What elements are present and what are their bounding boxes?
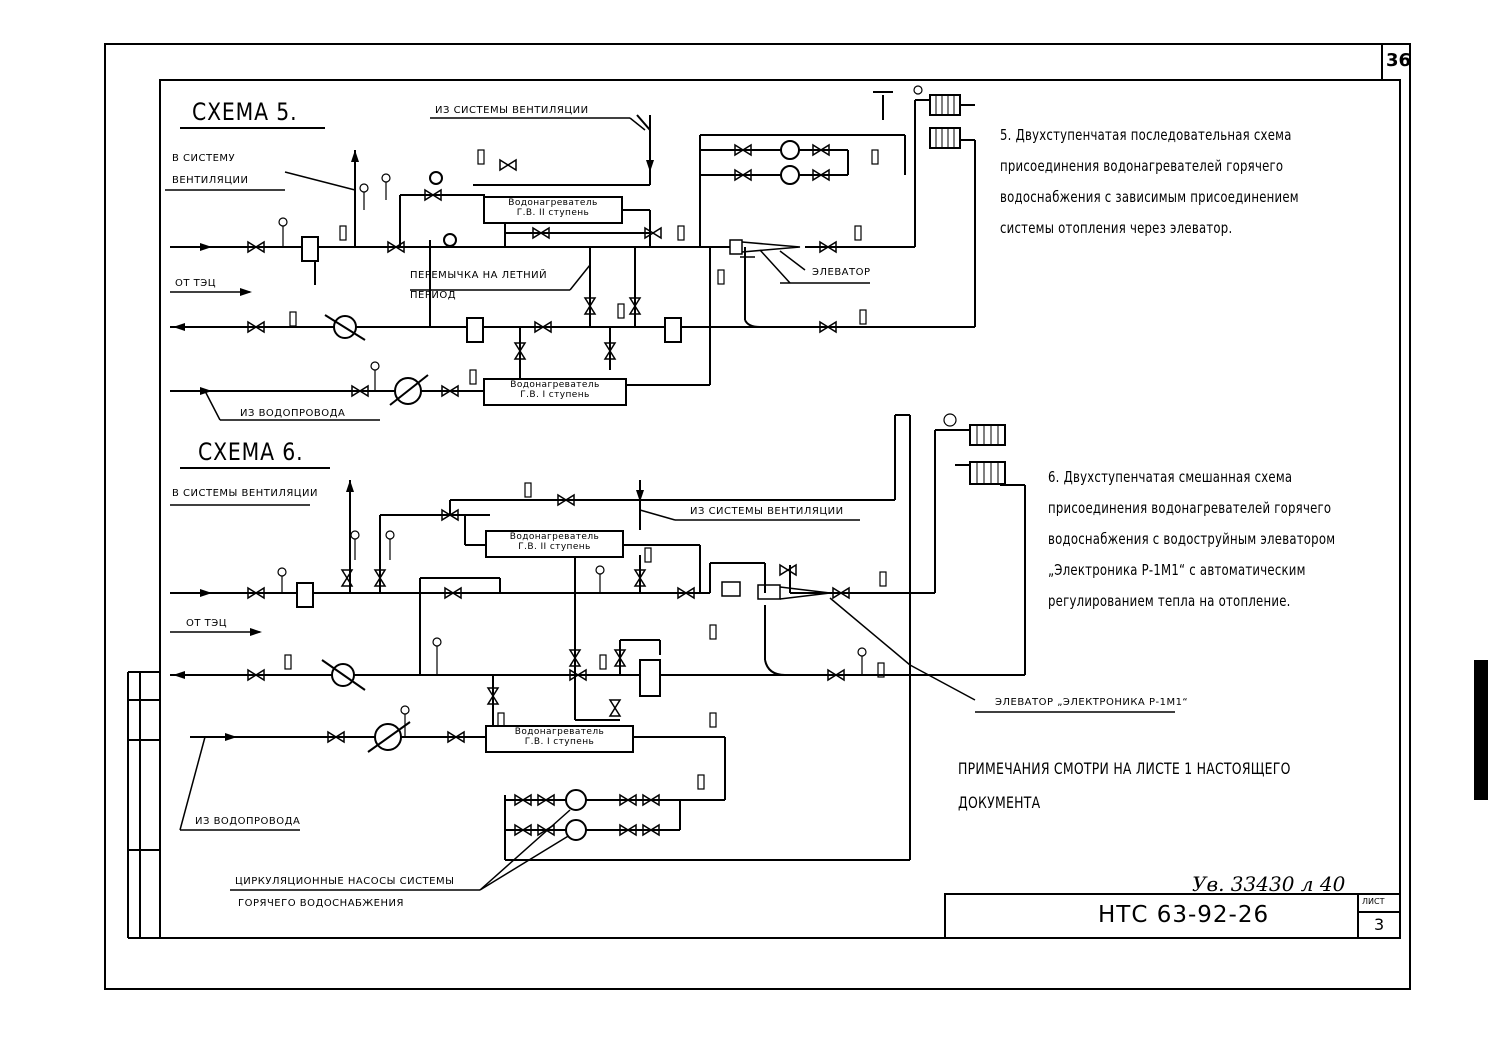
equipment-symbols: [296, 94, 1006, 841]
label-elevator: ЭЛЕВАТОР „ЭЛЕКТРОНИКА Р-1М1“: [995, 697, 1189, 708]
radiator-fins: [935, 95, 999, 484]
title-block: [944, 893, 1401, 939]
page-number: 36: [1386, 50, 1412, 71]
scheme5-heater-stage2: Водонагреватель Г.В. II ступень: [483, 196, 623, 224]
valve-symbols: [247, 143, 850, 837]
label-to-ventilation: В СИСТЕМУ: [172, 153, 236, 164]
heater-title: Водонагреватель: [510, 380, 600, 390]
scheme6-description-line: „Электроника Р-1М1“ с автоматическим: [1048, 561, 1306, 579]
list-number: 3: [1374, 915, 1385, 934]
heater-stage: Г.В. II ступень: [518, 542, 591, 552]
inventory-number: Ув. 33430 л 40: [1192, 872, 1346, 896]
scheme5-description-line: 5. Двухступенчатая последовательная схем…: [1000, 126, 1292, 144]
heater-stage: Г.В. I ступень: [520, 390, 590, 400]
label-from-water-supply: ИЗ ВОДОПРОВОДА: [195, 816, 301, 827]
heater-title: Водонагреватель: [508, 198, 598, 208]
label-from-tec: ОТ ТЭЦ: [175, 278, 217, 289]
heater-stage: Г.В. II ступень: [516, 208, 590, 218]
scheme6-description-line: 6. Двухступенчатая смешанная схема: [1048, 468, 1293, 486]
label-from-water-supply: ИЗ ВОДОПРОВОДА: [240, 408, 346, 419]
scheme6-description-line: водоснабжения с водоструйным элеватором: [1048, 530, 1336, 548]
label-summer-bypass: ПЕРЕМЫЧКА НА ЛЕТНИЙ: [410, 270, 548, 281]
scheme6-description: 6. Двухступенчатая смешанная схема присо…: [1048, 462, 1335, 617]
document-code: НТС 63-92-26: [1098, 902, 1270, 928]
label-from-ventilation: ИЗ СИСТЕМЫ ВЕНТИЛЯЦИИ: [690, 506, 844, 517]
note-line: ПРИМЕЧАНИЯ СМОТРИ НА ЛИСТЕ 1 НАСТОЯЩЕГО: [958, 759, 1291, 778]
gauge-symbols: [277, 85, 957, 790]
outer-frame: [104, 43, 1411, 990]
scheme5-heater-stage1: Водонагреватель Г.В. I ступень: [483, 378, 627, 406]
scheme6-description-line: присоединения водонагревателей горячего: [1048, 499, 1332, 517]
scheme5-piping: [170, 91, 976, 392]
heater-title: Водонагреватель: [514, 727, 605, 737]
scheme6-description-line: регулированием тепла на отопление.: [1048, 592, 1291, 610]
scheme5-description-line: присоединения водонагревателей горячего: [1000, 157, 1284, 175]
label-elevator: ЭЛЕВАТОР: [812, 267, 871, 278]
label-to-ventilation: ВЕНТИЛЯЦИИ: [172, 175, 249, 186]
scheme5-description-line: системы отопления через элеватор.: [1000, 219, 1233, 237]
note: ПРИМЕЧАНИЯ СМОТРИ НА ЛИСТЕ 1 НАСТОЯЩЕГО …: [958, 752, 1291, 820]
scheme5-description: 5. Двухступенчатая последовательная схем…: [1000, 120, 1299, 244]
scheme6-heater-stage1: Водонагреватель Г.В. I ступень: [485, 725, 634, 753]
label-circulation-pumps: ЦИРКУЛЯЦИОННЫЕ НАСОСЫ СИСТЕМЫ: [235, 876, 455, 887]
label-circulation-pumps: ГОРЯЧЕГО ВОДОСНАБЖЕНИЯ: [238, 898, 404, 909]
scheme6-title: СХЕМА 6.: [198, 438, 304, 466]
list-label: ЛИСТ: [1362, 897, 1385, 906]
scheme6-heater-stage2: Водонагреватель Г.В. II ступень: [485, 530, 624, 558]
scheme5-description-line: водоснабжения с зависимым присоединением: [1000, 188, 1299, 206]
label-to-ventilation: В СИСТЕМЫ ВЕНТИЛЯЦИИ: [172, 488, 319, 499]
note-line: ДОКУМЕНТА: [958, 793, 1041, 812]
label-summer-bypass: ПЕРИОД: [410, 290, 457, 301]
label-from-tec: ОТ ТЭЦ: [186, 618, 228, 629]
scheme6-piping: [170, 414, 1026, 861]
inner-frame: [159, 79, 1401, 939]
heater-stage: Г.В. I ступень: [524, 737, 595, 747]
heater-title: Водонагреватель: [509, 532, 600, 542]
scheme5-title: СХЕМА 5.: [192, 98, 298, 126]
label-from-ventilation: ИЗ СИСТЕМЫ ВЕНТИЛЯЦИИ: [435, 105, 589, 116]
